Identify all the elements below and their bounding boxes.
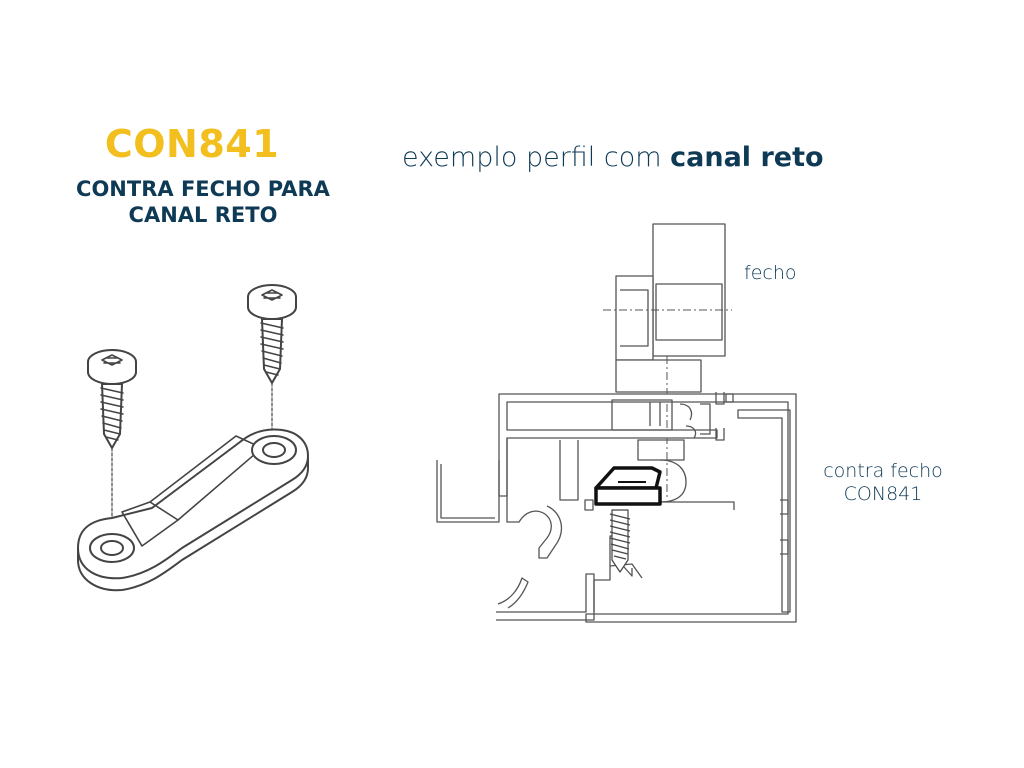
screw-left-icon xyxy=(87,349,137,521)
example-caption-emphasis: canal reto xyxy=(670,142,824,173)
strike-plate-icon xyxy=(77,428,309,592)
example-caption: exemplo perfil com canal reto xyxy=(402,142,824,173)
screw-right-icon xyxy=(247,284,297,451)
callout-contra-fecho: contra fecho CON841 xyxy=(808,460,958,506)
product-description-line-2: CANAL RETO xyxy=(128,203,278,227)
contra-fecho-part-drawing xyxy=(594,466,662,506)
fecho-lock-drawing xyxy=(603,223,732,500)
product-code: CON841 xyxy=(104,122,280,166)
section-screw-icon xyxy=(609,509,631,573)
frame-profile-drawing xyxy=(436,392,797,623)
product-description: CONTRA FECHO PARA CANAL RETO xyxy=(0,176,406,228)
example-caption-prefix: exemplo perfil com xyxy=(402,142,671,173)
callout-fecho: fecho xyxy=(744,262,797,284)
product-description-line-1: CONTRA FECHO PARA xyxy=(76,177,330,201)
callout-contra-fecho-line-2: CON841 xyxy=(843,483,923,505)
callout-contra-fecho-line-1: contra fecho xyxy=(823,460,943,482)
